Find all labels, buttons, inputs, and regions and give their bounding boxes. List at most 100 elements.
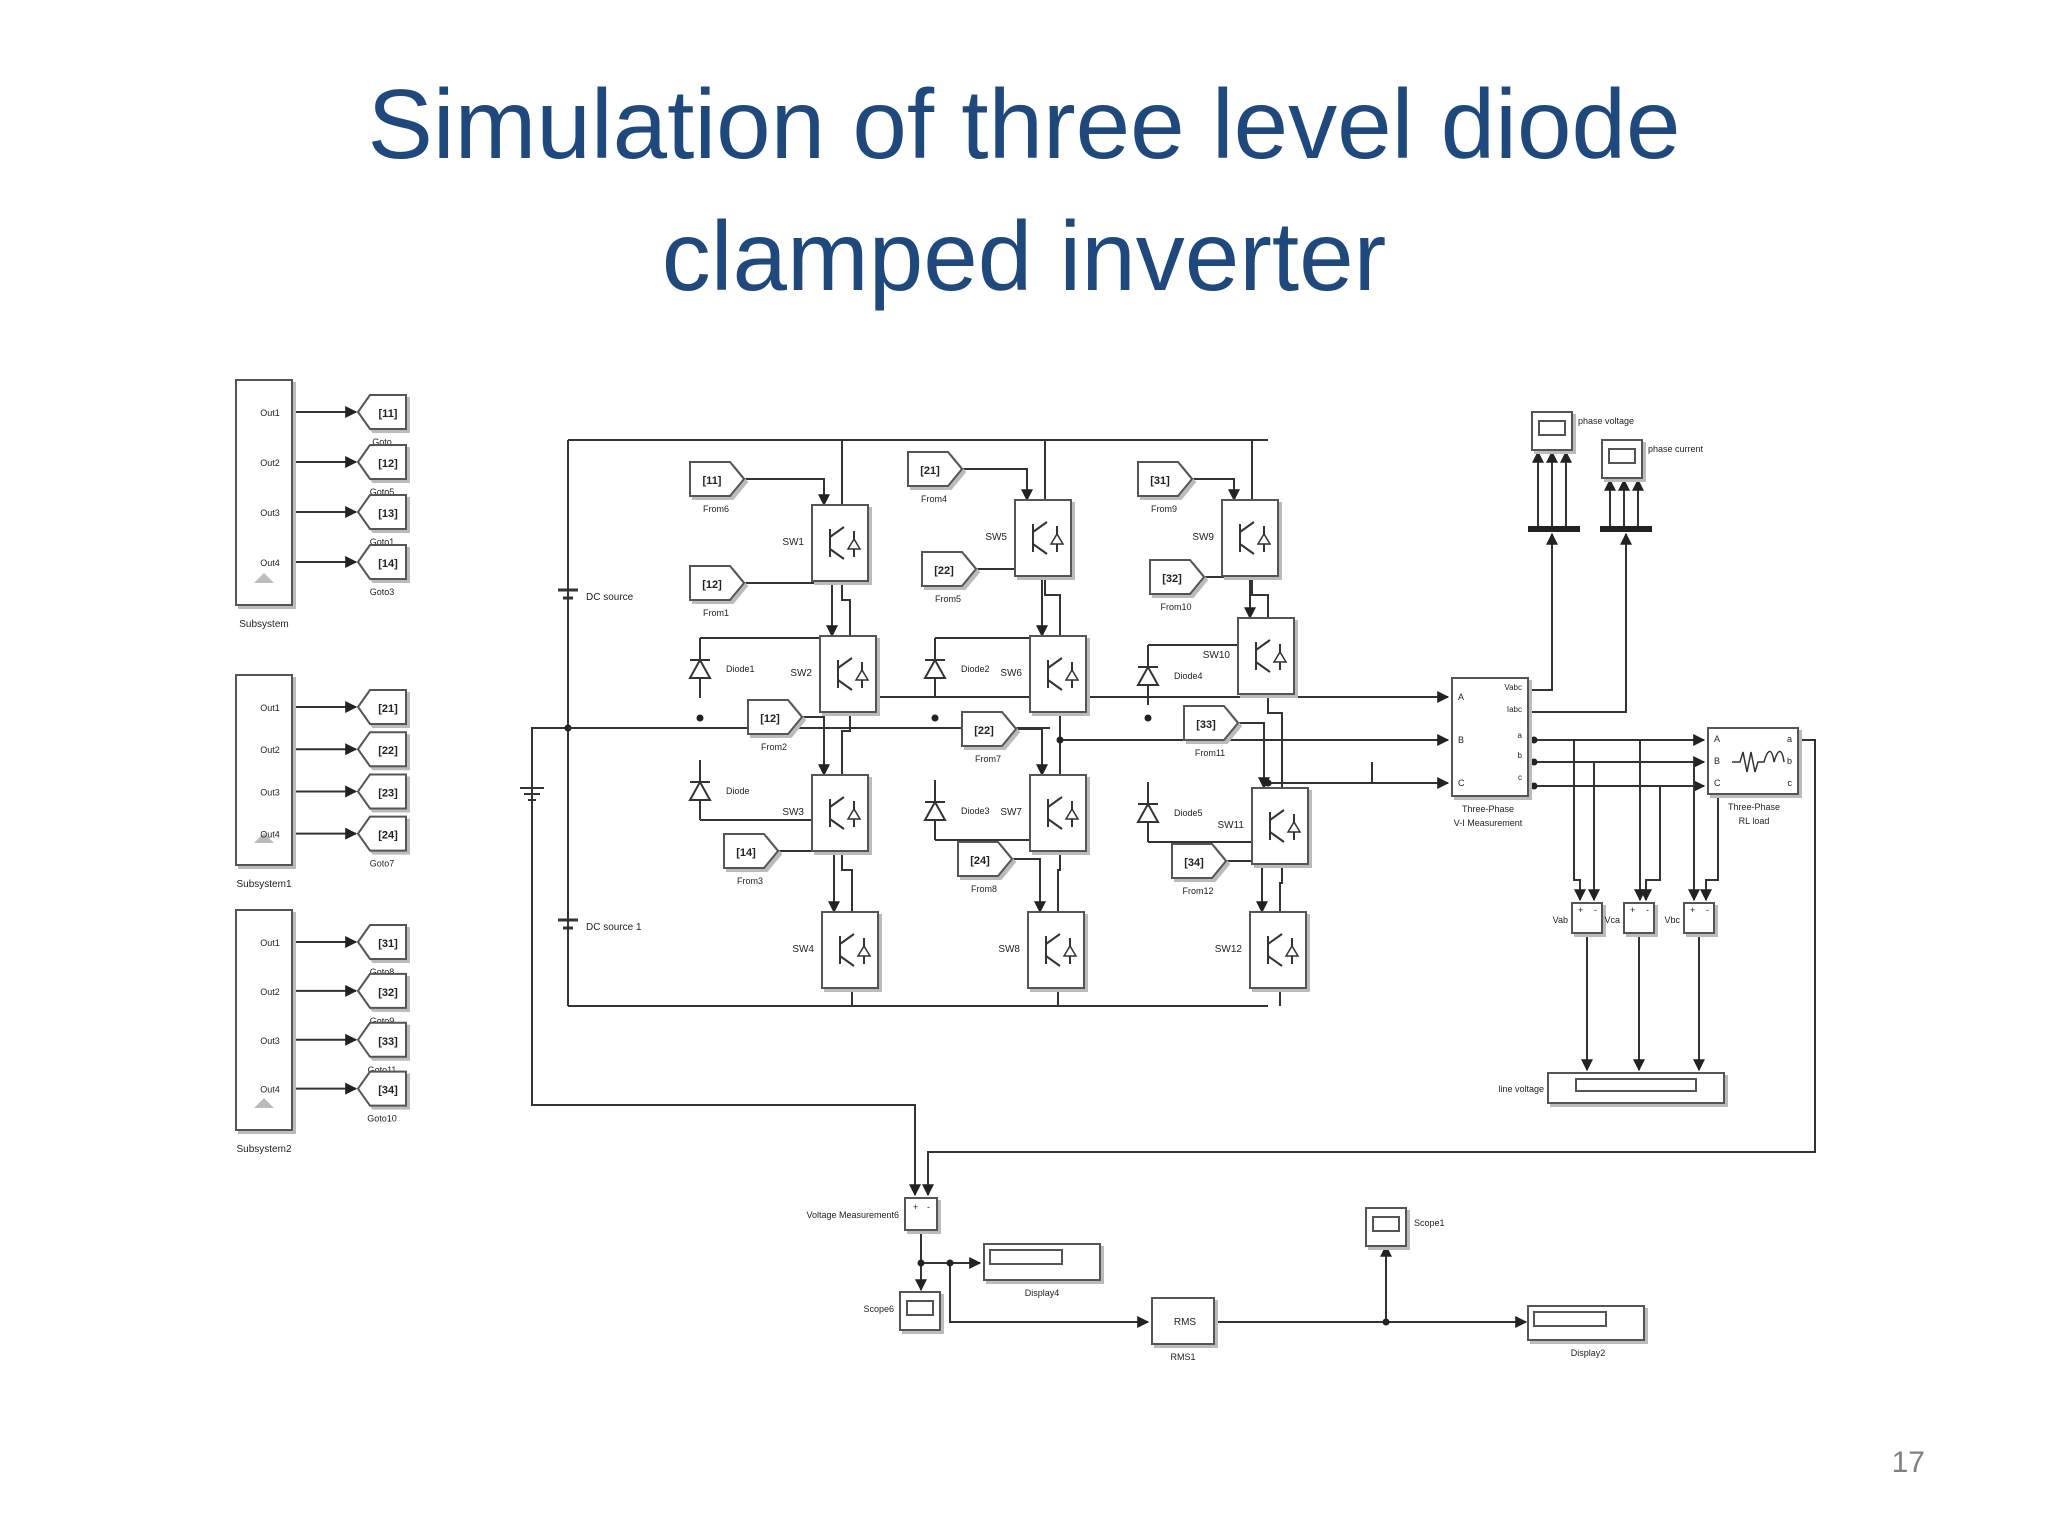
display-field [989, 1249, 1063, 1265]
rms-input-wire [949, 1263, 1150, 1328]
vi-name-line2: V-I Measurement [1454, 818, 1523, 828]
diode-symbol [688, 657, 712, 679]
from-block [961, 711, 1018, 747]
goto-block [356, 394, 407, 430]
junction-dot [917, 1259, 925, 1267]
subsystem-name: Subsystem [239, 619, 288, 630]
from-name: From9 [1151, 504, 1177, 514]
from-tag: [32] [1162, 573, 1182, 585]
switch-label: SW8 [998, 944, 1020, 955]
switch-label: SW2 [790, 668, 812, 679]
phase-c-wire [1371, 762, 1450, 789]
igbt-icon [1032, 521, 1058, 555]
from-name: From8 [971, 884, 997, 894]
voltage-meter [1683, 902, 1715, 934]
load-port-label: b [1787, 756, 1792, 766]
igbt-icon [829, 796, 855, 830]
meter-input [1573, 740, 1586, 902]
goto-block [356, 815, 407, 852]
subsystem-port-label: Out2 [260, 458, 280, 468]
rms-inner-label: RMS [1174, 1317, 1197, 1328]
measurement-wire [531, 728, 921, 1197]
switch-label: SW5 [985, 532, 1007, 543]
igbt-switch [1249, 911, 1307, 989]
goto-tag: [13] [378, 508, 398, 520]
from-tag: [21] [920, 465, 940, 477]
goto-tag: [21] [378, 703, 398, 715]
subsystem-block [235, 909, 293, 1131]
from-block [921, 551, 978, 587]
goto-block [356, 1021, 407, 1058]
voltage-meter [1623, 902, 1655, 934]
leg-wire [841, 714, 851, 775]
goto-name: Goto9 [370, 1016, 395, 1026]
subsystem-port-label: Out4 [260, 558, 280, 568]
leg-wire [841, 853, 853, 912]
igbt-diode-icon [1286, 820, 1302, 833]
igbt-diode-icon [1064, 668, 1080, 681]
goto-block [356, 924, 407, 960]
goto-name: Goto11 [368, 1065, 397, 1075]
rms-block [1151, 1297, 1215, 1345]
goto-block [356, 544, 407, 580]
switch-label: SW3 [782, 807, 804, 818]
igbt-icon [1047, 657, 1073, 691]
load-port-label: C [1714, 778, 1721, 788]
junction-dot [1530, 736, 1538, 744]
igbt-switch [1014, 499, 1072, 577]
page-number: 17 [1891, 1446, 1925, 1479]
subsystem-port-label: Out1 [260, 703, 280, 713]
diode-symbol [923, 799, 947, 821]
meter-input [1700, 786, 1719, 902]
scope-screen [1608, 448, 1636, 464]
meter-plus: + [1690, 905, 1695, 915]
igbt-diode-icon [846, 537, 862, 550]
slide-title: Simulation of three level diode clamped … [0, 58, 2048, 322]
load-port-label: A [1714, 734, 1720, 744]
scope-screen [1538, 420, 1566, 436]
igbt-switch [1221, 499, 1279, 577]
subsystem-port-label: Out3 [260, 508, 280, 518]
goto-tag: [23] [378, 787, 398, 799]
switch-label: SW9 [1192, 532, 1214, 543]
goto-name: Goto8 [370, 967, 395, 977]
igbt-diode-icon [1272, 650, 1288, 663]
meter-minus: - [1594, 905, 1597, 915]
igbt-diode-icon [1062, 944, 1078, 957]
from-tag: [24] [970, 855, 990, 867]
subsystem-block [235, 379, 293, 606]
switch-label: SW1 [782, 537, 804, 548]
igbt-diode-icon [1284, 944, 1300, 957]
goto-name: Goto7 [370, 859, 395, 869]
goto-block [356, 773, 407, 810]
igbt-diode-icon [846, 807, 862, 820]
goto-tag: [24] [378, 830, 398, 842]
voltage-measurement-label: Voltage Measurement6 [806, 1210, 899, 1220]
switch-label: SW7 [1000, 807, 1022, 818]
vi-name-line1: Three-Phase [1462, 804, 1514, 814]
meter-plus: + [1578, 905, 1583, 915]
igbt-switch [811, 504, 869, 582]
leg-wire [1044, 578, 1061, 636]
scope1-label: Scope1 [1414, 1218, 1445, 1228]
scope-screen [906, 1300, 934, 1316]
bus-selector [1528, 526, 1580, 532]
from-block [1171, 843, 1228, 879]
subsystem-name: Subsystem2 [236, 1144, 291, 1155]
goto-tag: [32] [378, 987, 398, 999]
from-tag: [22] [934, 565, 954, 577]
load-port-label: B [1714, 756, 1720, 766]
junction-dot [1530, 758, 1538, 766]
rl-load-icon [1732, 750, 1785, 773]
display4-label: Display4 [1025, 1288, 1060, 1298]
goto-name: Goto5 [370, 487, 395, 497]
slide-title-line1: Simulation of three level diode [367, 69, 1681, 179]
vi-output-label: b [1518, 751, 1523, 760]
gate-wire [744, 478, 830, 507]
diode-symbol [688, 779, 712, 801]
igbt-diode-icon [1064, 807, 1080, 820]
voltage-meter [1571, 902, 1603, 934]
igbt-switch [819, 635, 877, 713]
vi-input-label: A [1458, 692, 1464, 702]
from-name: From12 [1182, 886, 1213, 896]
